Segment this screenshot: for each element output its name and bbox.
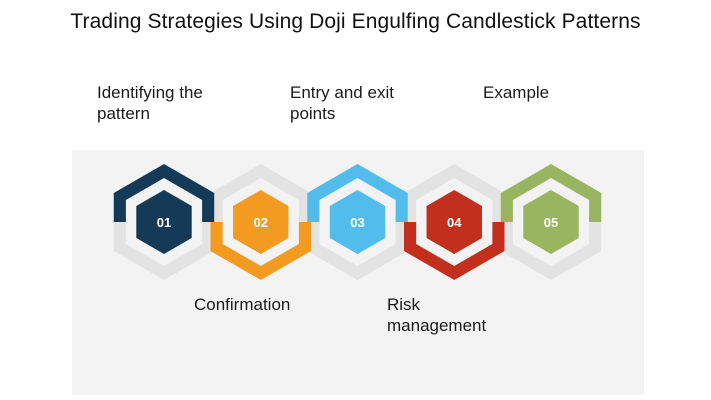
number-hexagon-05 — [523, 190, 579, 254]
step-label-02: Confirmation — [194, 295, 291, 314]
step-number-05: 05 — [544, 215, 558, 230]
number-hexagon-01 — [136, 190, 192, 254]
colored-half-ring-01 — [113, 164, 215, 222]
step-label-01: Identifying the pattern — [97, 83, 203, 123]
number-hexagon-02 — [233, 190, 289, 254]
step-number-03: 03 — [350, 215, 364, 230]
step-label-05: Example — [483, 83, 550, 102]
step-number-04: 04 — [447, 215, 462, 230]
number-hexagon-03 — [329, 190, 386, 254]
number-hex-layer: 01 02 03 04 05 — [136, 190, 579, 254]
colored-half-ring-05 — [500, 164, 602, 222]
color-ring-layer — [113, 164, 602, 280]
step-label-03: Entry and exit points — [290, 83, 394, 123]
number-hexagon-04 — [426, 190, 482, 254]
step-number-02: 02 — [254, 215, 268, 230]
colored-half-ring-03 — [307, 164, 408, 222]
step-number-01: 01 — [157, 215, 171, 230]
step-label-04: Risk management — [387, 295, 487, 335]
colored-half-ring-02 — [210, 222, 311, 280]
colored-half-ring-04 — [404, 222, 505, 280]
page-title: Trading Strategies Using Doji Engulfing … — [70, 10, 641, 33]
